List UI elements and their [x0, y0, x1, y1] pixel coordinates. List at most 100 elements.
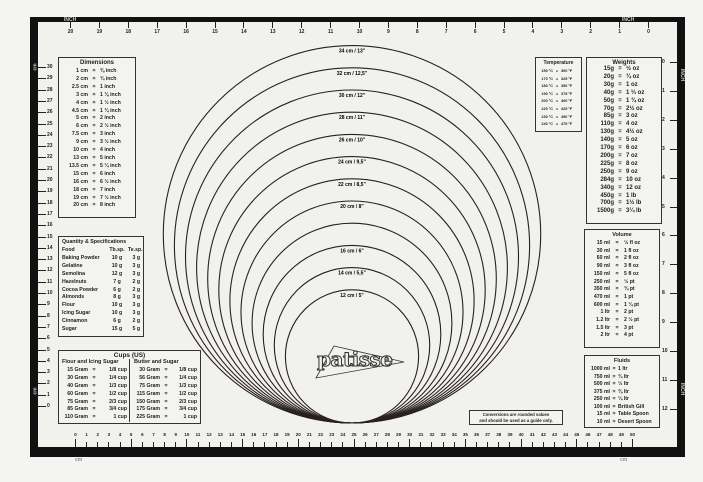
- ruler-tick: [264, 442, 266, 447]
- table-cell: 2 fl oz: [624, 255, 639, 262]
- table-row: 140g=5 oz: [590, 137, 658, 145]
- ruler-label: 14: [47, 244, 53, 251]
- table-cell: 150 Gram: [136, 398, 160, 405]
- patisse-logo: patisse: [314, 344, 409, 384]
- ruler-label: 4: [662, 174, 665, 181]
- table-row: 4.5 cm=1 ¾ inch: [62, 108, 132, 116]
- ruler-label: 0: [647, 29, 650, 35]
- table-cell: ¾ ltr: [618, 373, 629, 380]
- table-cell: =: [618, 73, 622, 80]
- table-row: 19 cm=7 ½ inch: [62, 195, 132, 203]
- ruler-tick: [156, 22, 158, 28]
- table-cell: Almonds: [62, 294, 85, 301]
- table-cell: =: [555, 84, 559, 89]
- circle-label: 22 cm / 8,5": [338, 182, 366, 188]
- ruler-label: 29: [396, 432, 402, 437]
- ruler-label: 50: [629, 432, 635, 437]
- table-cell: =: [164, 414, 168, 421]
- table-cell: ½ ltr: [618, 381, 629, 387]
- table-cell: 1 ⅓ oz: [626, 89, 645, 96]
- ruler-tick: [509, 442, 511, 447]
- ruler-label: 4: [47, 357, 50, 364]
- ruler-tick: [164, 442, 166, 447]
- ruler-label: 8: [163, 432, 166, 437]
- table-cell: =: [615, 240, 619, 246]
- table-cell: 500 ml: [593, 381, 610, 387]
- volume-title: Volume: [612, 232, 632, 238]
- table-cell: 1 ¾ inch: [100, 107, 121, 114]
- table-row: 240 °C=475 °F: [539, 121, 578, 129]
- table-cell: 5 oz: [626, 137, 638, 144]
- table-cell: 150 °C: [541, 69, 553, 73]
- table-cell: 3 cm: [76, 91, 88, 98]
- ruler-tick: [38, 394, 46, 396]
- table-row: 190 °C=375 °F: [539, 91, 578, 99]
- table-cell: =: [618, 145, 622, 152]
- table-cell: 1/4 cup: [179, 374, 197, 381]
- quantity-title: Quantity & Specifications: [62, 239, 127, 245]
- ruler-label: 3: [47, 369, 50, 376]
- table-cell: ⅜ inch: [100, 68, 117, 74]
- ruler-tick: [590, 22, 592, 28]
- table-cell: =: [92, 131, 96, 138]
- table-cell: =: [92, 91, 96, 98]
- table-row: 175 Gram=3/4 cup: [134, 406, 197, 414]
- table-cell: 115 Gram: [136, 390, 160, 397]
- table-cell: 15 ml: [596, 240, 610, 246]
- ruler-label: 0: [662, 59, 665, 65]
- table-cell: 2 pt: [624, 309, 634, 316]
- table-cell: 6 g: [113, 286, 121, 293]
- ruler-label: 7: [662, 261, 665, 268]
- table-cell: 6 inch: [100, 170, 115, 177]
- ruler-tick: [38, 406, 46, 407]
- table-cell: =: [618, 105, 622, 112]
- table-cell: =: [164, 406, 168, 413]
- ruler-label: 13: [270, 29, 276, 35]
- circle-22cm: [229, 178, 475, 424]
- table-cell: =: [618, 89, 622, 96]
- ruler-tick: [375, 442, 377, 447]
- ruler-label: 23: [329, 432, 335, 437]
- table-cell: =: [612, 388, 616, 395]
- ruler-tick: [38, 270, 46, 272]
- table-cell: 3 g: [132, 294, 141, 301]
- ruler-label: 43: [552, 432, 558, 437]
- table-row: 20 cm=8 inch: [62, 202, 132, 210]
- table-row: 30 ml=1 fl oz: [588, 248, 656, 256]
- ruler-tick: [38, 281, 46, 283]
- table-cell: Te.sp.: [128, 247, 143, 253]
- table-cell: 10 cm: [73, 147, 88, 154]
- table-cell: 225 Gram: [136, 414, 160, 421]
- ruler-tick: [185, 22, 187, 28]
- bottom-ruler-unit-left: cm: [75, 457, 83, 463]
- table-cell: ½ pt: [624, 278, 635, 285]
- table-cell: 5 fl oz: [624, 270, 639, 277]
- ruler-tick: [308, 442, 310, 447]
- table-cell: 1.5 ltr: [596, 324, 610, 331]
- table-row: 70g=2½ oz: [590, 106, 658, 114]
- table-row: 5 cm=2 inch: [62, 115, 132, 123]
- ruler-tick: [141, 442, 143, 447]
- ruler-label: 17: [47, 210, 53, 217]
- table-cell: =: [92, 107, 96, 114]
- table-row: 50g=1 ¾ oz: [590, 98, 658, 106]
- table-cell: 3 g: [132, 262, 141, 269]
- table-cell: ¾ inch: [100, 75, 117, 82]
- table-cell: Baking Powder: [62, 254, 100, 261]
- butter-title: Butter and Sugar: [134, 359, 179, 365]
- left-ruler-unit-top: cm: [32, 63, 39, 71]
- table-row: 2 cm=¾ inch: [62, 76, 132, 84]
- ruler-tick: [108, 442, 110, 447]
- table-cell: 2 inch: [100, 115, 115, 122]
- table-row: 220 °C=425 °F: [539, 106, 578, 114]
- circle-label: 12 cm / 5": [340, 293, 364, 299]
- table-cell: 7 ½ inch: [100, 194, 121, 201]
- table-cell: =: [618, 176, 622, 183]
- table-cell: ¾ oz: [626, 73, 640, 80]
- table-cell: 10 g: [111, 262, 123, 269]
